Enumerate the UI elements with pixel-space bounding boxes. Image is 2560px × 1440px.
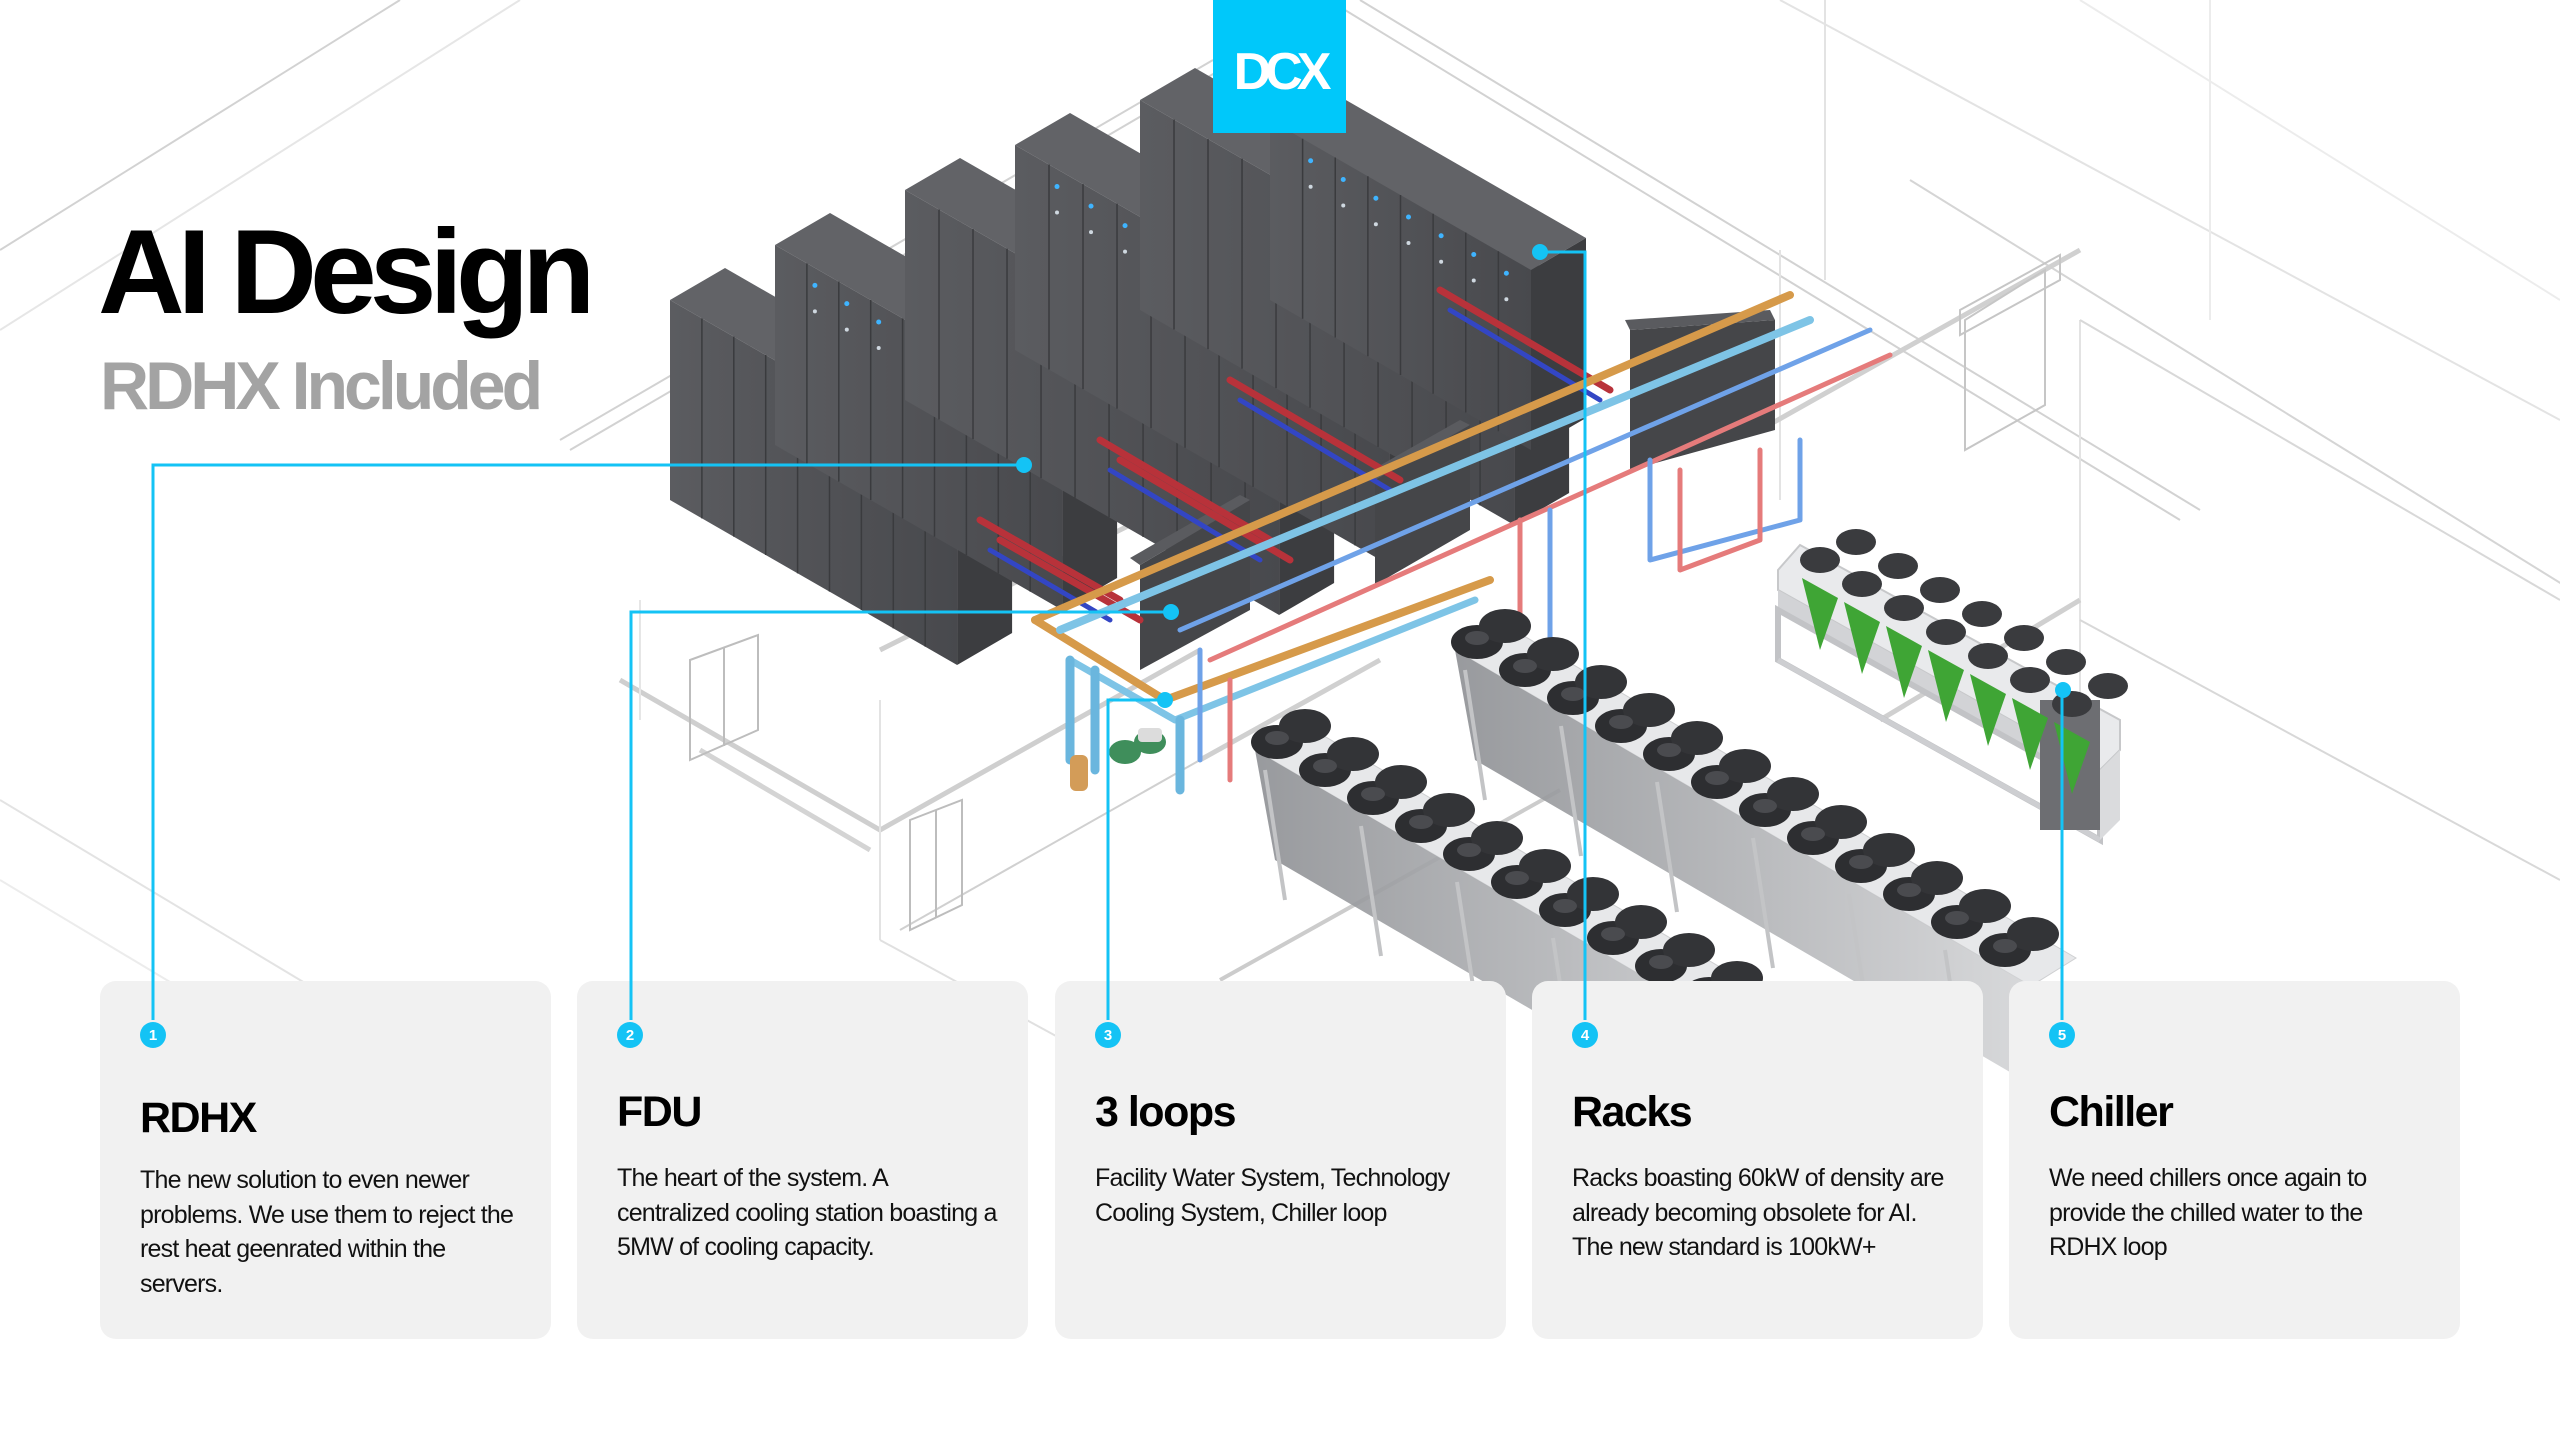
card-body: Facility Water System, Technology Coolin… — [1095, 1164, 1450, 1227]
card-title: 3 loops — [1095, 1088, 1237, 1136]
callout-badge: 4 — [1572, 1022, 1598, 1048]
callout-badge: 2 — [617, 1022, 643, 1048]
callout-badge: 1 — [140, 1022, 166, 1048]
card-title: RDHX — [140, 1094, 257, 1142]
pump-skid — [1070, 728, 1166, 791]
door-left — [689, 633, 963, 932]
info-card-loops: 3 3 loops Facility Water System, Technol… — [1055, 981, 1506, 1339]
card-body: We need chillers once again to provide t… — [2049, 1164, 2367, 1261]
logo-text: DCX — [1233, 42, 1332, 101]
info-card-racks: 4 Racks Racks boasting 60kW of density a… — [1532, 981, 1983, 1339]
card-title: Racks — [1572, 1088, 1693, 1136]
rack-rows — [670, 68, 1586, 665]
info-card-rdhx: 1 RDHX The new solution to even newer pr… — [100, 981, 551, 1339]
callout-badge: 3 — [1095, 1022, 1121, 1048]
dcx-logo: DCX — [1213, 0, 1346, 133]
callout-badge: 5 — [2049, 1022, 2075, 1048]
page-subtitle: RDHX Included — [100, 348, 543, 424]
card-body: The heart of the system. A centralized c… — [617, 1164, 997, 1261]
card-title: Chiller — [2049, 1088, 2174, 1136]
info-card-fdu: 2 FDU The heart of the system. A central… — [577, 981, 1028, 1339]
chiller — [1775, 529, 2128, 846]
card-body: Racks boasting 60kW of density are alrea… — [1572, 1164, 1944, 1261]
info-card-chiller: 5 Chiller We need chillers once again to… — [2009, 981, 2460, 1339]
card-body: The new solution to even newer problems.… — [140, 1166, 514, 1298]
door-right — [1959, 253, 2061, 452]
card-title: FDU — [617, 1088, 702, 1136]
page-title: AI Design — [98, 205, 595, 339]
